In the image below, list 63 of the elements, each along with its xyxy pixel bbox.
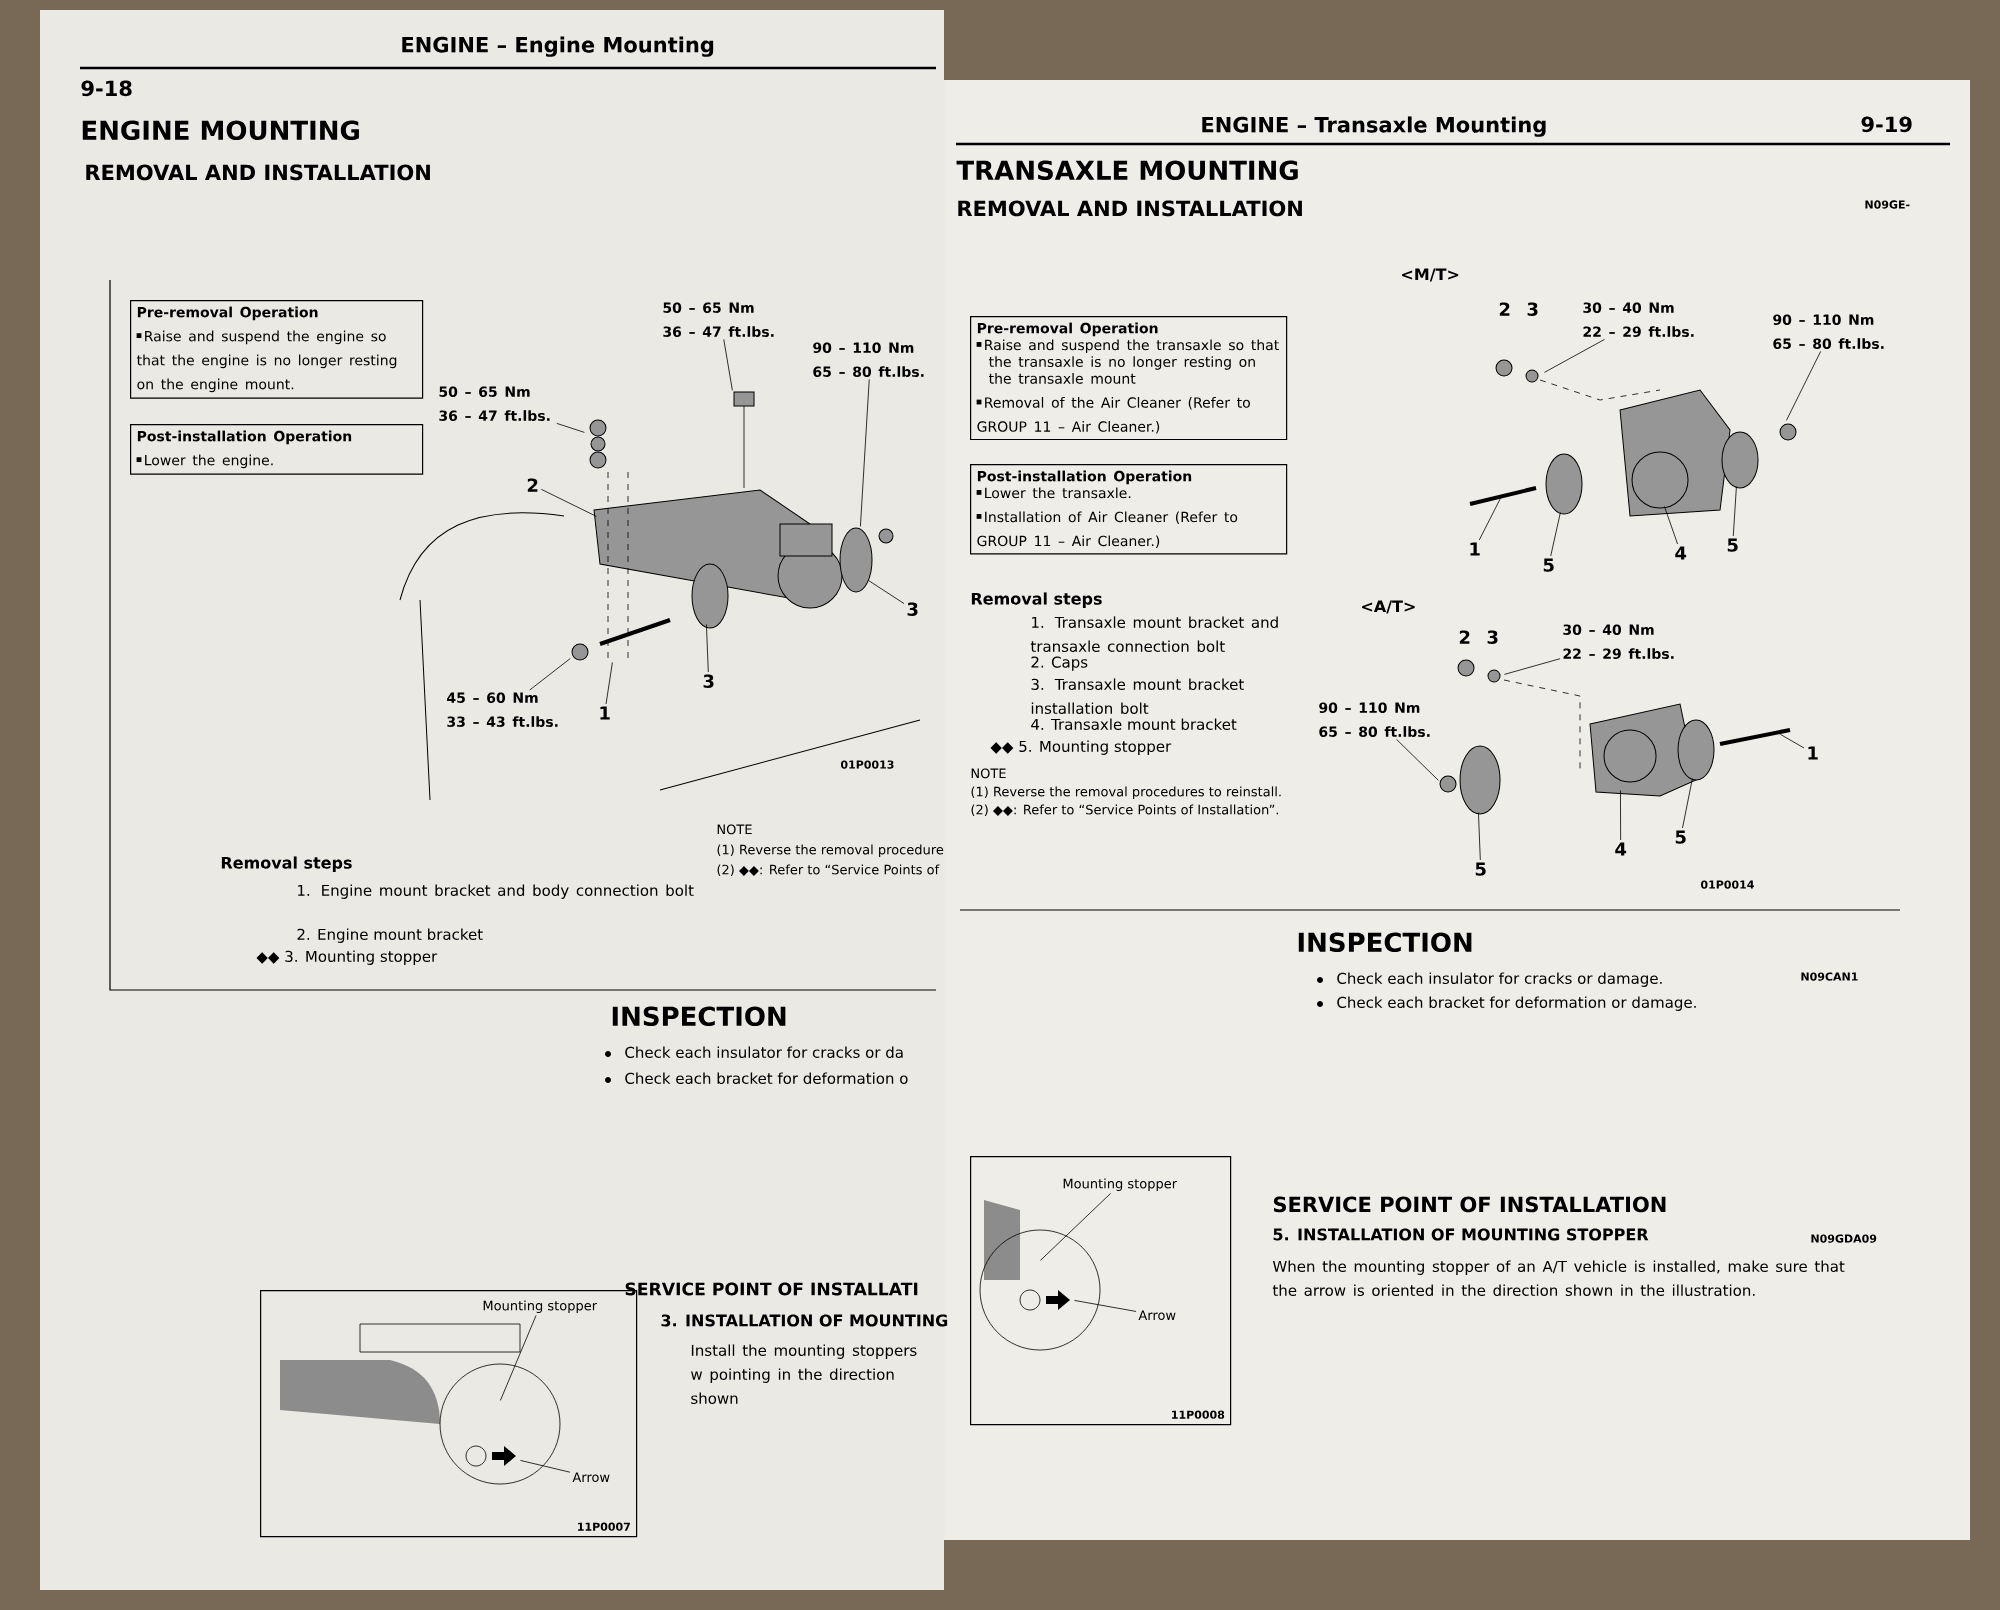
- callout-number: 3: [703, 674, 714, 688]
- callout-number: 5: [1727, 538, 1738, 552]
- callout-number: 5: [1675, 830, 1686, 844]
- stopper-drawing: [280, 1323, 561, 1485]
- engine-mount-drawing: [571, 391, 894, 661]
- page-number: 9-18: [81, 80, 132, 97]
- leader-line: [605, 662, 613, 705]
- leader-line: [1478, 812, 1481, 861]
- section-title: INSPECTION: [612, 1006, 786, 1027]
- leader-line: [1550, 512, 1561, 557]
- callout-number: 4: [1615, 842, 1627, 856]
- leader-line: [1040, 1193, 1112, 1261]
- callout-number: 2: [1459, 630, 1470, 644]
- leader-line: [723, 339, 733, 391]
- callout-number: 2: [527, 478, 538, 492]
- leader-line: [1664, 506, 1678, 545]
- leader-line: [1780, 734, 1805, 749]
- callout-number: 3: [907, 602, 918, 616]
- leader-line: [868, 580, 905, 604]
- transaxle-mount-drawing: [1469, 359, 1797, 517]
- leader-line: [1504, 658, 1561, 675]
- leader-line: [500, 1315, 537, 1401]
- leader-line: [1620, 790, 1622, 841]
- leader-line: [860, 379, 870, 527]
- leader-line: [520, 1460, 571, 1473]
- callout-number: 4: [1675, 546, 1687, 560]
- section-title: INSPECTION: [1298, 932, 1472, 953]
- callout-number: 2: [1499, 302, 1510, 316]
- callout-number: 1: [600, 706, 610, 720]
- leader-line: [540, 488, 597, 517]
- running-header: ENGINE – Engine Mounting: [402, 36, 714, 57]
- subsection-title: REMOVAL AND INSTALLATION: [958, 200, 1302, 217]
- running-header: ENGINE – Transaxle Mounting: [1202, 116, 1546, 137]
- page-number: 9-19: [1861, 116, 1912, 133]
- subsection-title: 5. INSTALLATION OF MOUNTING STOPPER: [1273, 1228, 1649, 1241]
- variant-label: <M/T>: [1402, 268, 1459, 282]
- callout-number: 1: [1470, 542, 1480, 556]
- leader-line: [1544, 339, 1605, 373]
- subsection-title: 3. INSTALLATION OF MOUNTING: [661, 1314, 948, 1327]
- callout-number: 5: [1475, 862, 1486, 876]
- transaxle-mount-drawing: [1439, 659, 1791, 815]
- subsection-title: REMOVAL AND INSTALLATION: [86, 164, 430, 181]
- section-title: TRANSAXLE MOUNTING: [956, 160, 1298, 181]
- leader-line: [706, 624, 709, 673]
- callout-number: 1: [1808, 746, 1818, 760]
- leader-line: [1786, 351, 1822, 421]
- section-title: ENGINE MOUNTING: [82, 120, 359, 141]
- leader-line: [529, 658, 571, 691]
- callout-number: 3: [1487, 630, 1498, 644]
- section-title: SERVICE POINT OF INSTALLATION: [1273, 1196, 1666, 1213]
- variant-label: <A/T>: [1362, 600, 1415, 614]
- leader-line: [1732, 486, 1737, 537]
- leader-line: [556, 423, 585, 433]
- leader-line: [1682, 778, 1693, 829]
- list-heading: Removal steps: [221, 856, 352, 872]
- stopper-drawing: [979, 1200, 1101, 1351]
- leader-line: [1478, 498, 1501, 541]
- callout-number: 3: [1527, 302, 1538, 316]
- section-title: SERVICE POINT OF INSTALLATI: [625, 1282, 918, 1296]
- leader-line: [1396, 739, 1439, 781]
- leader-line: [1074, 1300, 1137, 1312]
- list-heading: Removal steps: [971, 592, 1102, 608]
- callout-number: 5: [1543, 558, 1554, 572]
